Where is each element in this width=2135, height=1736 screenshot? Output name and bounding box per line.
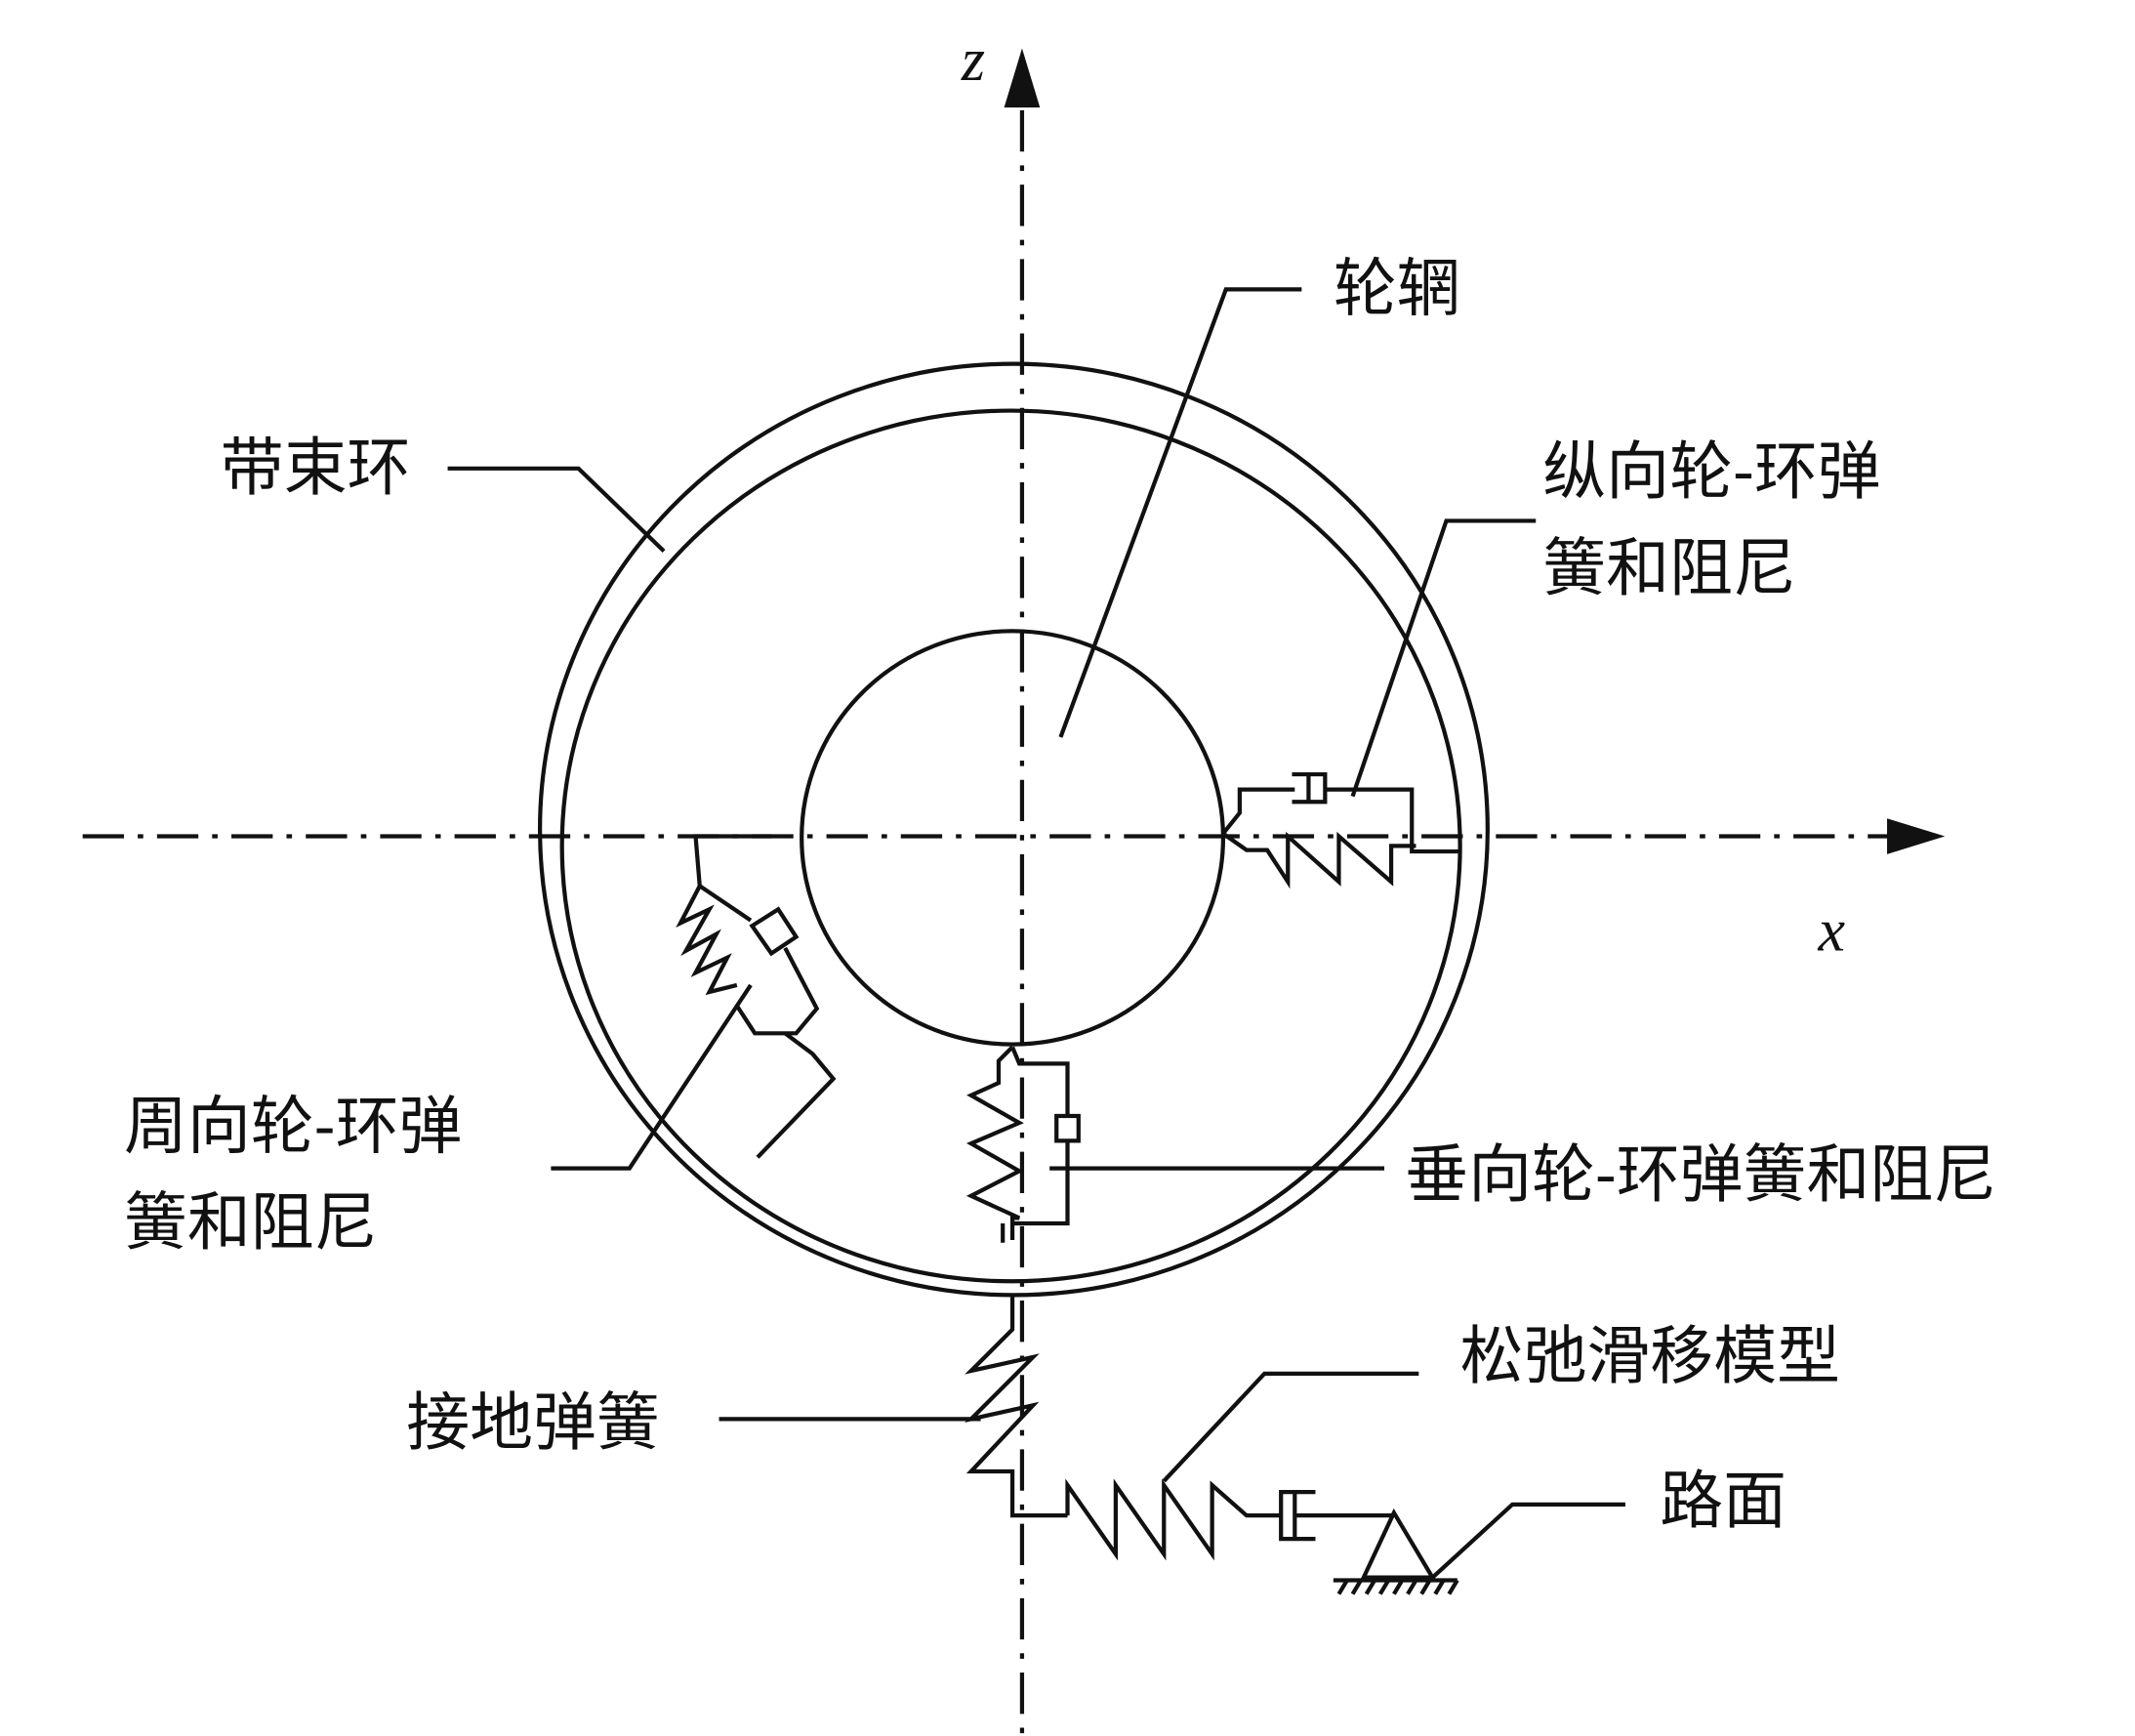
- label-rim: 轮辋: [1334, 253, 1460, 326]
- label-circumferential-2: 簧和阻尼: [124, 1186, 378, 1260]
- longitudinal-spring-damper: [1221, 771, 1460, 889]
- ground-spring: [965, 1295, 1068, 1518]
- belt-ring-leader: [447, 466, 666, 553]
- circumferential-leader: [551, 983, 753, 1171]
- vertical-spring-damper: [965, 1045, 1081, 1243]
- x-axis-label: x: [1817, 898, 1845, 965]
- road-leader: [1430, 1502, 1625, 1580]
- label-longitudinal-1: 纵向轮-环弹: [1542, 435, 1880, 509]
- label-belt-ring: 带束环: [221, 432, 411, 505]
- belt-ring-inner: [559, 408, 1462, 1284]
- label-road: 路面: [1660, 1465, 1786, 1538]
- z-axis-arrow: [1004, 48, 1041, 108]
- rim-leader: [1058, 287, 1302, 738]
- road-support: [1333, 1508, 1459, 1595]
- longitudinal-leader: [1350, 518, 1537, 798]
- rim-circle: [800, 629, 1226, 1047]
- z-axis-label: z: [961, 27, 985, 94]
- relaxation-leader: [1162, 1371, 1419, 1483]
- relaxation-slip-model: [1065, 1478, 1394, 1561]
- label-ground-spring: 接地弹簧: [406, 1386, 660, 1460]
- x-axis-arrow: [1887, 818, 1946, 854]
- label-relaxation-slip: 松弛滑移模型: [1460, 1320, 1840, 1393]
- label-vertical: 垂向轮-环弹簧和阻尼: [1405, 1138, 1996, 1212]
- label-circumferential-1: 周向轮-环弹: [124, 1090, 462, 1163]
- circumferential-spring-damper: [676, 834, 837, 1159]
- belt-ring-outer: [537, 361, 1490, 1298]
- label-longitudinal-2: 簧和阻尼: [1542, 532, 1796, 605]
